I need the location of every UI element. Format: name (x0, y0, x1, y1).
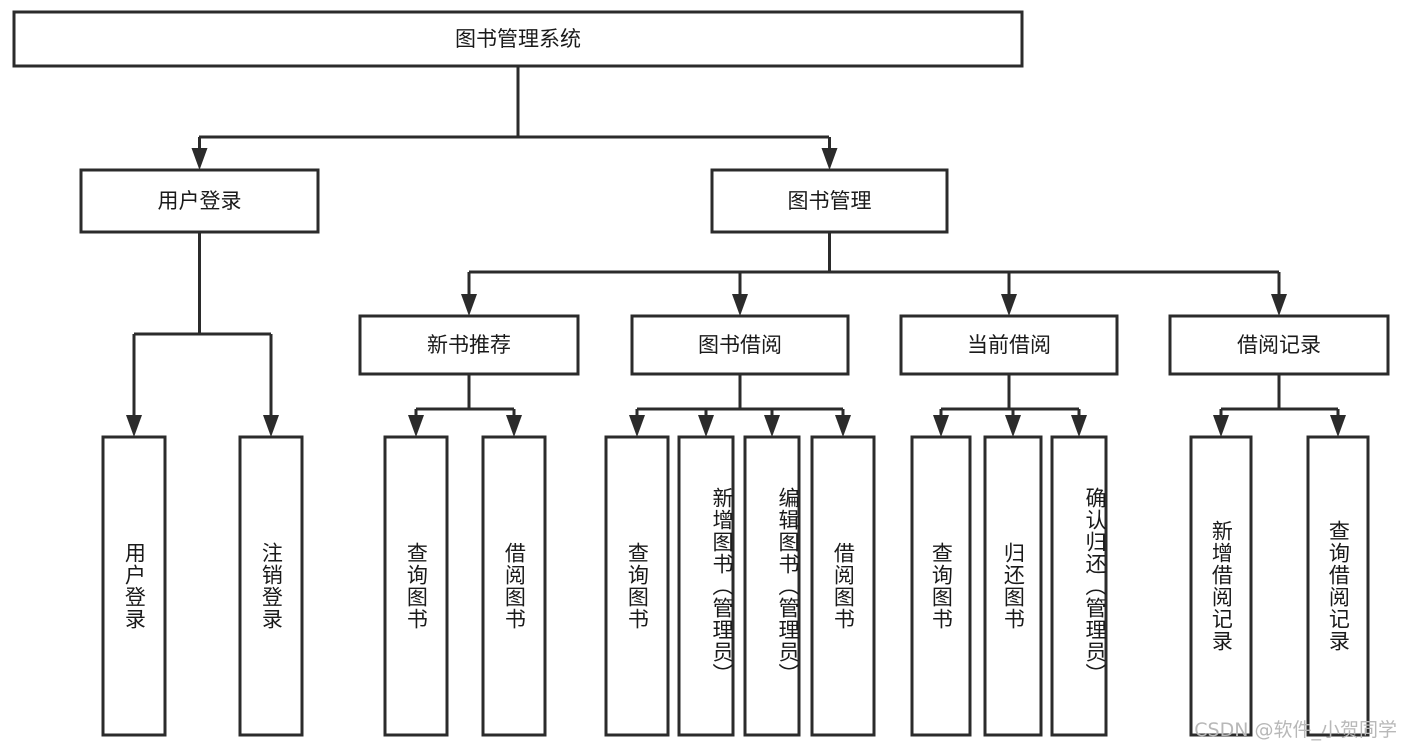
connectors-layer (126, 66, 1346, 437)
leaf-node-7-box[interactable] (810, 435, 876, 737)
leaf-node-11-box[interactable] (1189, 435, 1253, 737)
level2-arrow-1 (821, 148, 838, 170)
level2-arrow-0 (191, 148, 208, 170)
boxes-layer (12, 10, 1390, 737)
leaf-node-8-box[interactable] (910, 435, 972, 737)
leaf-arrow-9 (1005, 415, 1021, 437)
level3-arrow-1 (732, 294, 748, 316)
level3-node-2-box[interactable] (899, 314, 1119, 376)
leaf-arrow-6 (764, 415, 780, 437)
level3-arrow-2 (1001, 294, 1017, 316)
level3-arrow-3 (1271, 294, 1287, 316)
root-node-box[interactable] (12, 10, 1024, 68)
csdn-watermark: CSDN @软件_小贺同学 (1194, 719, 1397, 741)
leaf-node-12-box[interactable] (1306, 435, 1370, 737)
leaf-arrow-3 (506, 415, 522, 437)
leaf-node-3-box[interactable] (481, 435, 547, 737)
level2-node-0-box[interactable] (79, 168, 320, 234)
leaf-arrow-7 (835, 415, 851, 437)
level3-node-1-box[interactable] (630, 314, 850, 376)
leaf-arrow-5 (698, 415, 714, 437)
leaf-node-6-box[interactable] (743, 435, 801, 737)
leaf-node-10-box[interactable] (1050, 435, 1108, 737)
level3-node-0-label: 新书推荐 (427, 333, 511, 357)
level2-node-0-label: 用户登录 (158, 189, 242, 213)
level3-node-0-box[interactable] (358, 314, 580, 376)
level3-node-3-box[interactable] (1168, 314, 1390, 376)
level3-node-2-label: 当前借阅 (967, 333, 1051, 357)
leaf-node-0-box[interactable] (101, 435, 167, 737)
leaf-node-2-box[interactable] (383, 435, 449, 737)
leaf-node-5-box[interactable] (677, 435, 735, 737)
level3-arrow-0 (461, 294, 477, 316)
leaf-node-1-box[interactable] (238, 435, 304, 737)
leaf-arrow-1 (263, 415, 279, 437)
level3-node-1-label: 图书借阅 (698, 333, 782, 357)
leaf-arrow-4 (629, 415, 645, 437)
leaf-arrow-11 (1213, 415, 1229, 437)
level2-node-1-label: 图书管理 (788, 189, 872, 213)
leaf-arrow-8 (933, 415, 949, 437)
level3-node-3-label: 借阅记录 (1237, 333, 1321, 357)
leaf-arrow-10 (1071, 415, 1087, 437)
leaf-arrow-0 (126, 415, 142, 437)
level2-node-1-box[interactable] (710, 168, 949, 234)
leaf-arrow-2 (408, 415, 424, 437)
leaf-node-9-box[interactable] (983, 435, 1043, 737)
leaf-node-4-box[interactable] (604, 435, 670, 737)
root-node-label: 图书管理系统 (455, 27, 581, 51)
leaf-arrow-12 (1330, 415, 1346, 437)
